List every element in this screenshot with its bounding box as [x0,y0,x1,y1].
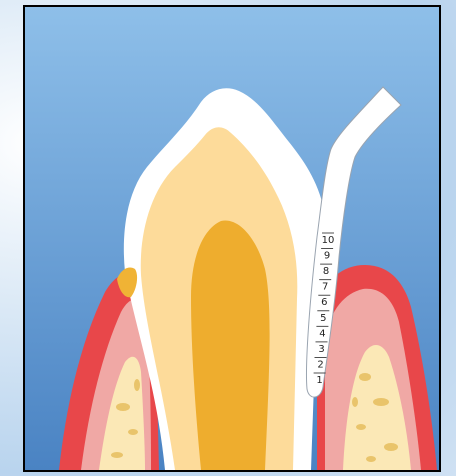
probe-mark-6: 6 [321,297,327,308]
probe-mark-4: 4 [319,328,325,339]
periodontal-probe-illustration: 10 9 8 7 6 5 4 3 2 1 [25,7,439,470]
probe-mark-3: 3 [318,344,324,355]
illustration-frame: 10 9 8 7 6 5 4 3 2 1 [23,5,441,472]
probe-mark-10: 10 [322,235,335,246]
probe-mark-9: 9 [324,251,330,262]
probe-mark-2: 2 [317,359,323,370]
probe-mark-8: 8 [323,266,329,277]
probe-mark-5: 5 [320,313,326,324]
tooth-pulp [191,221,270,470]
probe-mark-7: 7 [322,282,328,293]
probe-mark-1: 1 [316,375,322,386]
